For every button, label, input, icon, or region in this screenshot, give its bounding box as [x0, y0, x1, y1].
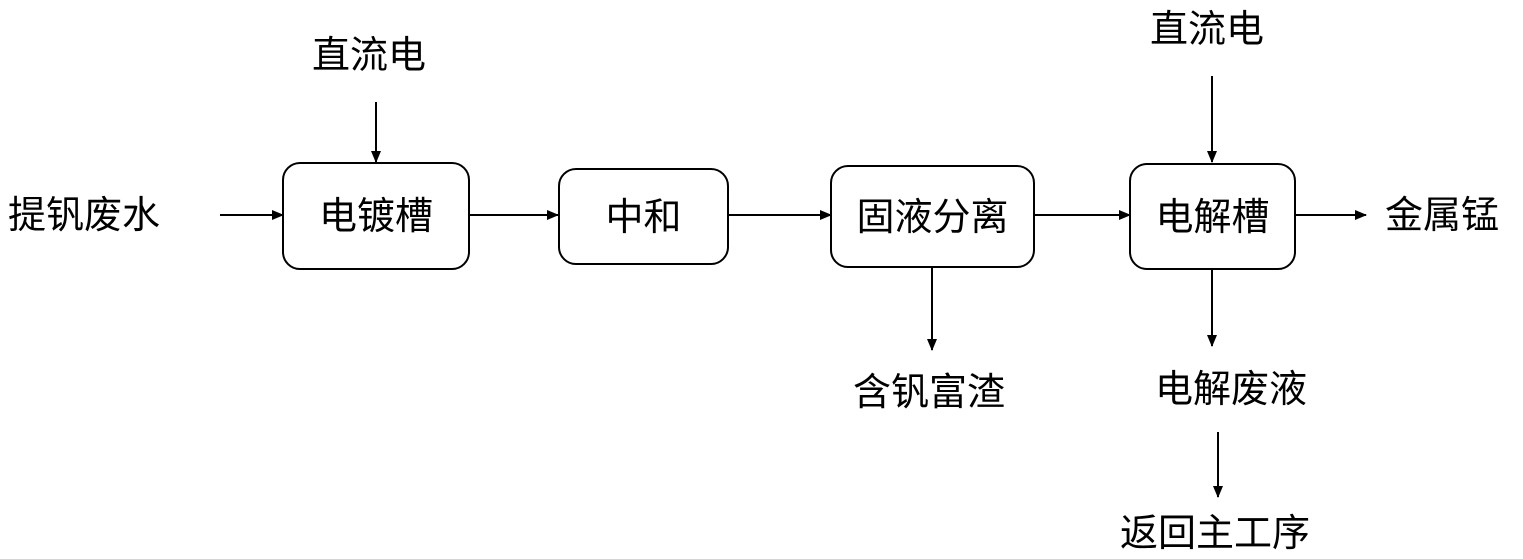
neutralization-box: 中和	[558, 168, 729, 265]
return-to-main-label: 返回主工序	[1120, 511, 1311, 555]
electrolytic-cell-box: 电解槽	[1129, 163, 1296, 270]
vanadium-slag-label: 含钒富渣	[853, 370, 1006, 414]
solid-liquid-separation-box: 固液分离	[830, 165, 1035, 268]
spent-electrolyte-label: 电解废液	[1155, 367, 1308, 411]
neutralization-label: 中和	[605, 194, 682, 239]
manganese-metal-label: 金属锰	[1385, 193, 1500, 237]
plating-tank-box: 电镀槽	[282, 162, 470, 270]
electrolytic-cell-label: 电解槽	[1155, 194, 1270, 239]
power-label-2: 直流电	[1150, 7, 1265, 51]
solid-liquid-separation-label: 固液分离	[856, 194, 1009, 239]
plating-tank-label: 电镀槽	[318, 194, 433, 238]
input-label: 提钒废水	[8, 193, 161, 237]
power-label-1: 直流电	[312, 33, 427, 77]
